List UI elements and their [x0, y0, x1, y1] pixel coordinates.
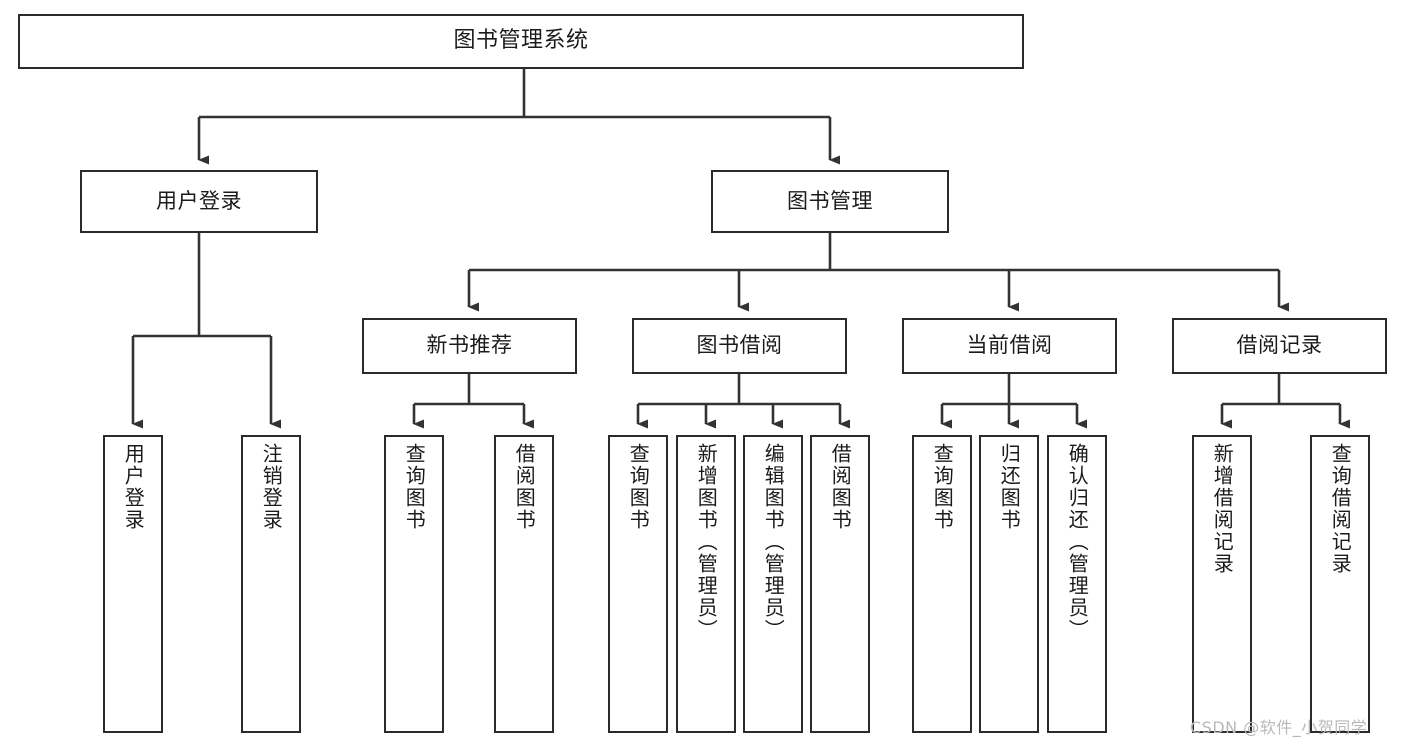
node-borrow-record[interactable]: 借阅记录 — [1172, 318, 1387, 374]
leaf-label: 归还图书 — [997, 443, 1022, 531]
node-root-system[interactable]: 图书管理系统 — [18, 14, 1024, 69]
node-label: 借阅记录 — [1236, 333, 1323, 358]
leaf-label: 查询借阅记录 — [1328, 443, 1353, 575]
leaf-logout-login[interactable]: 注销登录 — [241, 435, 301, 733]
node-new-book-recommend[interactable]: 新书推荐 — [362, 318, 577, 374]
leaf-return-book[interactable]: 归还图书 — [979, 435, 1039, 733]
leaf-add-book-admin[interactable]: 新增图书（管理员） — [676, 435, 736, 733]
leaf-edit-book-admin[interactable]: 编辑图书（管理员） — [743, 435, 803, 733]
leaf-label: 新增图书（管理员） — [694, 443, 719, 641]
leaf-query-book-borrow[interactable]: 查询图书 — [608, 435, 668, 733]
leaf-query-book-current[interactable]: 查询图书 — [912, 435, 972, 733]
node-label: 图书借阅 — [696, 333, 783, 358]
node-label: 当前借阅 — [966, 333, 1053, 358]
leaf-label: 借阅图书 — [512, 443, 537, 531]
leaf-borrow-book[interactable]: 借阅图书 — [810, 435, 870, 733]
node-label: 新书推荐 — [426, 333, 513, 358]
node-current-borrow[interactable]: 当前借阅 — [902, 318, 1117, 374]
leaf-confirm-return-admin[interactable]: 确认归还（管理员） — [1047, 435, 1107, 733]
node-book-borrow[interactable]: 图书借阅 — [632, 318, 847, 374]
node-user-login[interactable]: 用户登录 — [80, 170, 318, 233]
leaf-label: 编辑图书（管理员） — [761, 443, 786, 641]
node-label: 用户登录 — [156, 188, 242, 213]
leaf-label: 用户登录 — [121, 443, 146, 531]
leaf-borrow-book-new[interactable]: 借阅图书 — [494, 435, 554, 733]
node-label: 图书管理 — [787, 188, 873, 213]
leaf-label: 查询图书 — [930, 443, 955, 531]
leaf-query-borrow-record[interactable]: 查询借阅记录 — [1310, 435, 1370, 733]
leaf-label: 借阅图书 — [828, 443, 853, 531]
leaf-add-borrow-record[interactable]: 新增借阅记录 — [1192, 435, 1252, 733]
node-label: 图书管理系统 — [453, 28, 589, 54]
node-book-management[interactable]: 图书管理 — [711, 170, 949, 233]
leaf-label: 确认归还（管理员） — [1065, 443, 1090, 641]
leaf-label: 查询图书 — [402, 443, 427, 531]
leaf-label: 新增借阅记录 — [1210, 443, 1235, 575]
leaf-user-login[interactable]: 用户登录 — [103, 435, 163, 733]
leaf-label: 注销登录 — [259, 443, 284, 531]
leaf-query-book-new[interactable]: 查询图书 — [384, 435, 444, 733]
leaf-label: 查询图书 — [626, 443, 651, 531]
